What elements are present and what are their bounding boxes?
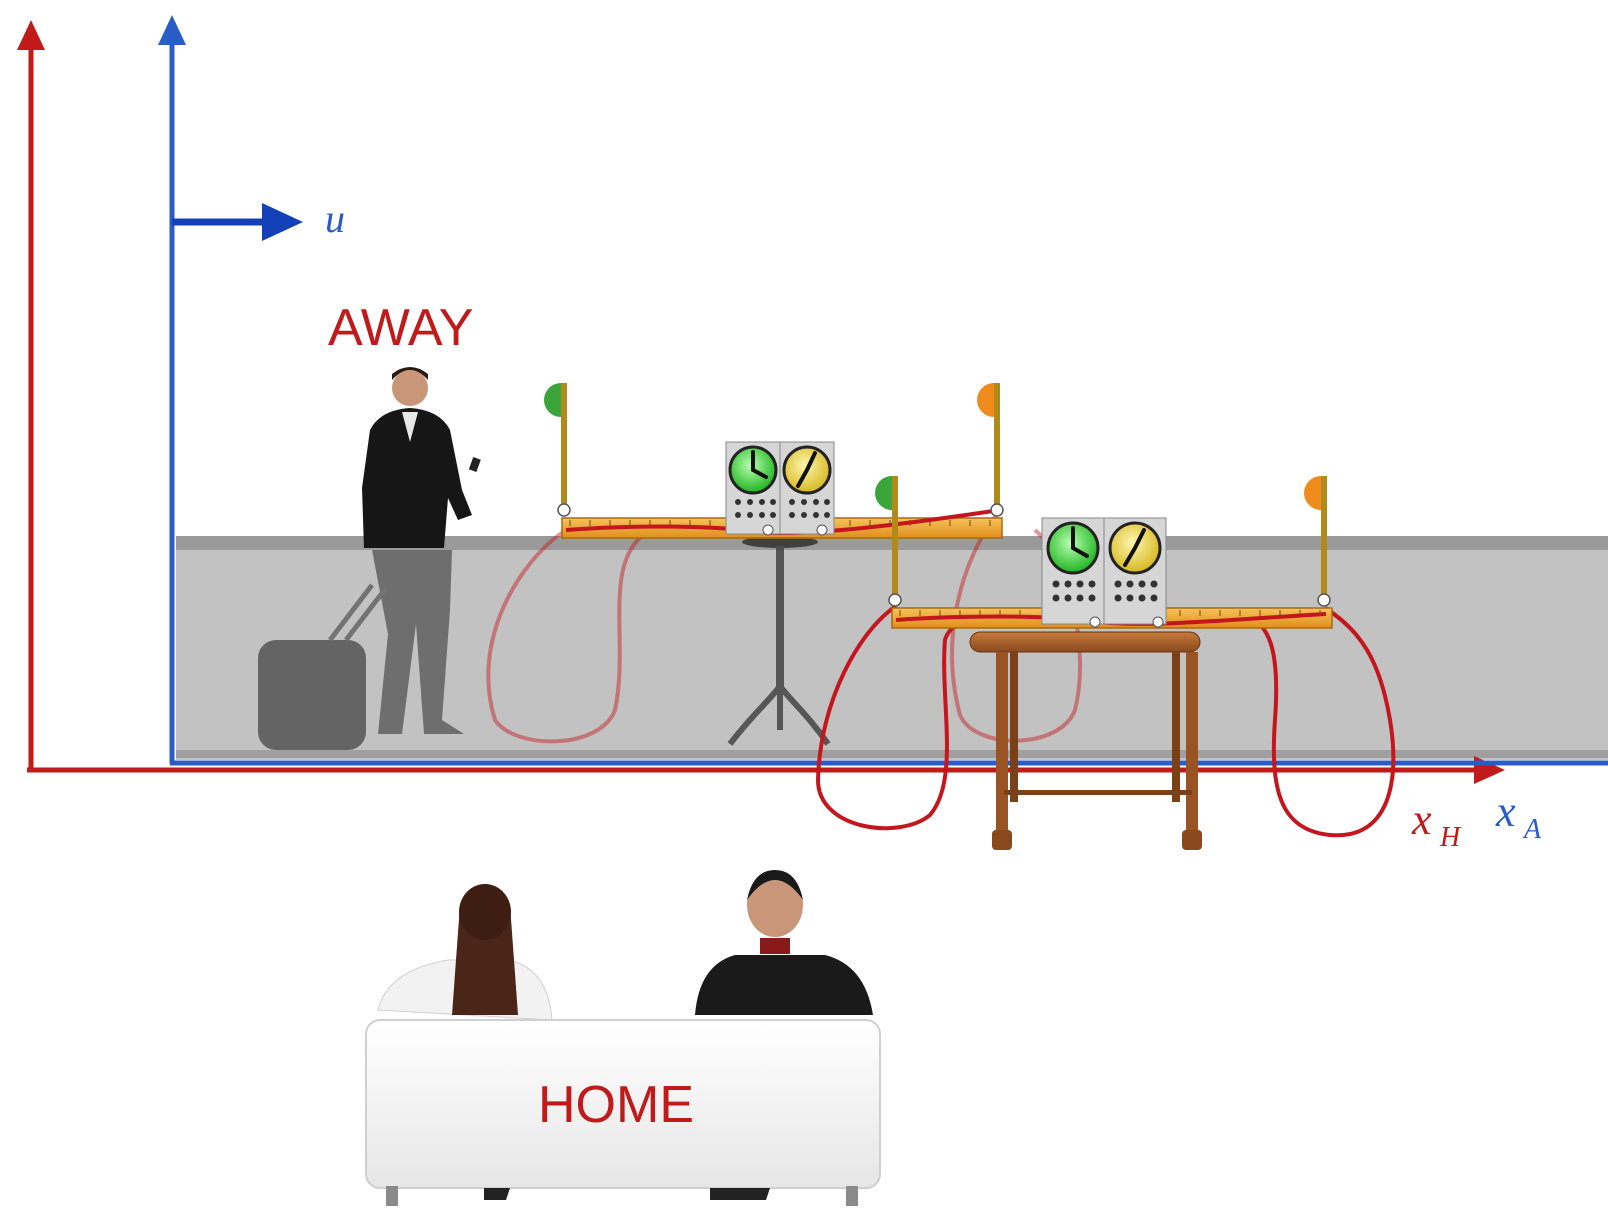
twin-clock-device-icon: [1041, 517, 1167, 628]
signal-flag-icon: [875, 476, 902, 607]
signal-flag-icon: [544, 383, 571, 517]
signal-flag-icon: [1304, 476, 1331, 607]
home-x-axis-letter: x: [1411, 795, 1432, 844]
seated-man-icon: [695, 870, 873, 1015]
seated-woman-icon: [377, 884, 553, 1021]
couple-on-sofa-icon: [365, 870, 881, 1206]
home-apparatus: [815, 476, 1396, 850]
twin-clock-device-icon: [725, 441, 835, 536]
away-label: AWAY: [328, 299, 473, 357]
away-x-axis-label: x A: [1495, 787, 1542, 845]
signal-flag-icon: [977, 383, 1004, 517]
home-vertical-arrowhead-icon: [17, 20, 45, 50]
home-horizontal-arrowhead-icon: [1474, 756, 1505, 784]
away-frame-axes: [158, 15, 1608, 766]
sofa-icon: [365, 1019, 881, 1206]
traveler-with-suitcase-icon: [258, 367, 481, 750]
home-x-axis-label: x H: [1411, 795, 1462, 853]
home-label-overlay: HOME: [538, 1076, 694, 1134]
home-ruler-ticks: [899, 610, 1321, 616]
away-vertical-arrowhead-icon: [158, 15, 186, 45]
away-x-axis-subscript: A: [1522, 814, 1542, 845]
velocity-label: u: [325, 196, 345, 241]
away-x-axis-letter: x: [1495, 787, 1516, 836]
pedestal-stand-icon: [727, 536, 831, 746]
home-x-axis-subscript: H: [1439, 822, 1462, 853]
wooden-table-icon: [969, 631, 1202, 850]
velocity-arrowhead-icon: [262, 203, 303, 241]
